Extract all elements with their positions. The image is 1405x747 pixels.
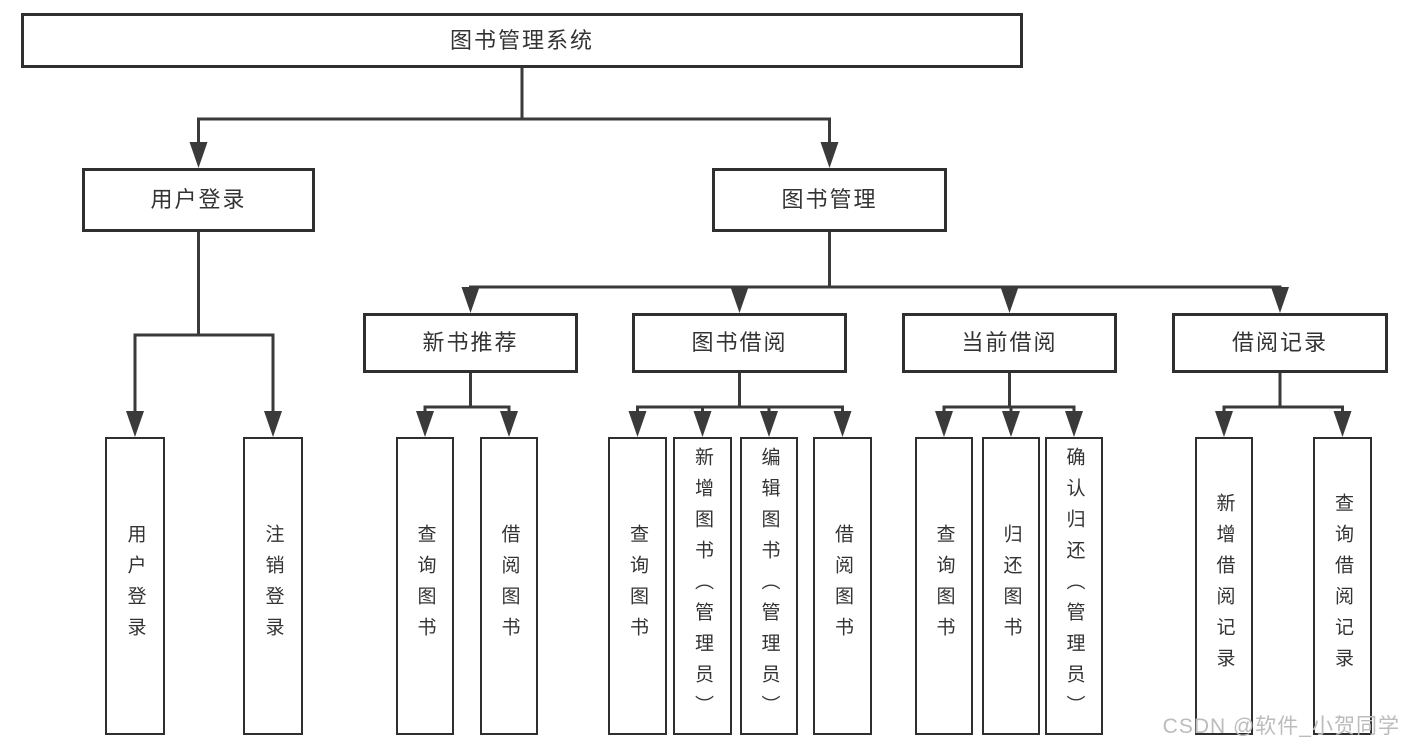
node-ul-user-login: 用户登录 <box>105 437 165 735</box>
arrowhead <box>693 411 712 437</box>
arrowhead <box>1271 287 1289 313</box>
node-cb-confirm-return: 确认归还（管理员） <box>1045 437 1103 735</box>
arrowhead <box>126 411 144 437</box>
arrowhead <box>1215 411 1233 437</box>
watermark: CSDN @软件_小贺同学 <box>1162 715 1400 738</box>
node-br-add-record: 新增借阅记录 <box>1195 437 1253 735</box>
arrowhead <box>760 411 778 437</box>
arrowhead <box>416 411 434 437</box>
node-book-mgmt: 图书管理 <box>712 168 947 232</box>
arrowhead <box>1333 411 1352 437</box>
arrowhead <box>833 411 852 437</box>
node-bb-edit-book: 编辑图书（管理员） <box>740 437 798 735</box>
node-user-login: 用户登录 <box>82 168 315 232</box>
arrowhead <box>820 142 839 168</box>
node-br-query-record: 查询借阅记录 <box>1313 437 1372 735</box>
node-bb-add-book: 新增图书（管理员） <box>673 437 732 735</box>
arrowhead <box>628 411 647 437</box>
node-bb-query-book: 查询图书 <box>608 437 667 735</box>
node-root: 图书管理系统 <box>21 13 1023 68</box>
arrowhead <box>461 287 480 313</box>
arrowhead <box>1002 411 1020 437</box>
node-cb-return-book: 归还图书 <box>982 437 1040 735</box>
arrowhead <box>1065 411 1083 437</box>
node-ul-logout: 注销登录 <box>243 437 303 735</box>
arrowhead <box>935 411 953 437</box>
node-new-book-rec: 新书推荐 <box>363 313 578 373</box>
node-nb-query-book: 查询图书 <box>396 437 454 735</box>
node-book-borrow: 图书借阅 <box>632 313 847 373</box>
arrowhead <box>264 411 282 437</box>
node-borrow-record: 借阅记录 <box>1172 313 1388 373</box>
node-cb-query-book: 查询图书 <box>915 437 973 735</box>
arrowhead <box>500 411 518 437</box>
arrowhead <box>730 287 749 313</box>
arrowhead <box>1000 287 1019 313</box>
node-nb-borrow-book: 借阅图书 <box>480 437 538 735</box>
node-bb-borrow-book: 借阅图书 <box>813 437 872 735</box>
node-current-borrow: 当前借阅 <box>902 313 1117 373</box>
arrowhead <box>189 142 208 168</box>
